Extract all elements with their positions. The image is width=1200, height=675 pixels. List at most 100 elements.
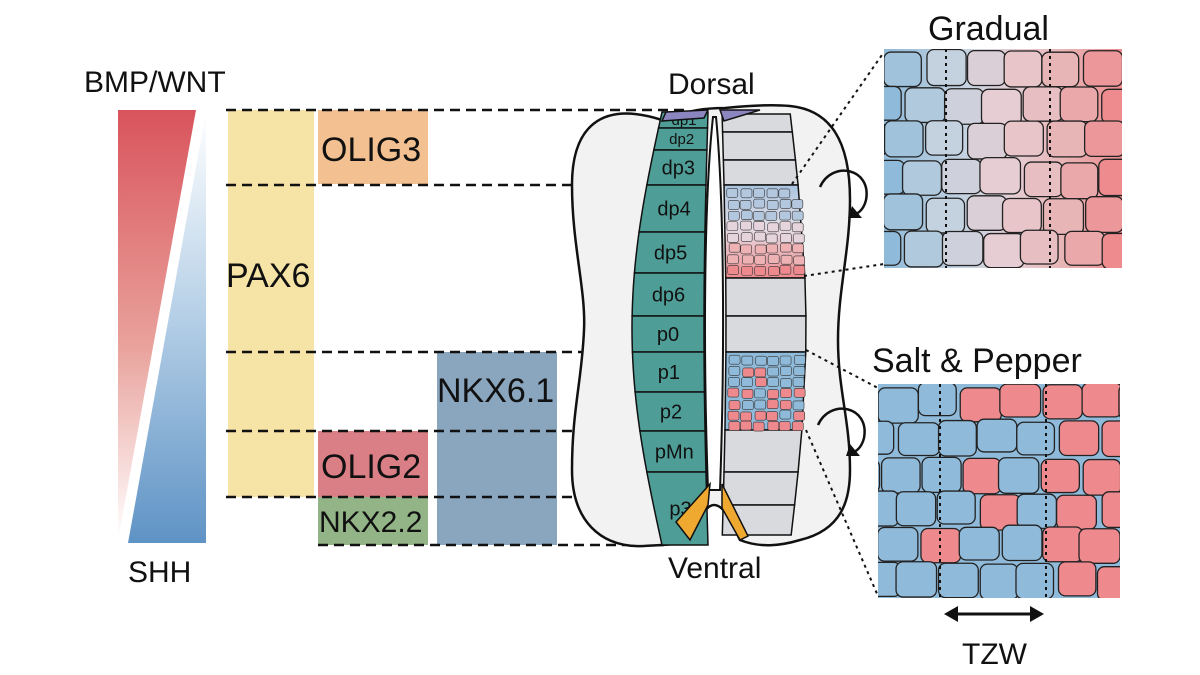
arrowhead-lower-icon <box>846 444 860 456</box>
cell <box>966 195 1008 231</box>
mini-cell <box>791 199 804 209</box>
mini-cell <box>766 188 779 199</box>
mini-cell <box>780 233 792 243</box>
cell <box>967 122 1008 160</box>
mini-cell <box>755 377 767 387</box>
cell <box>884 230 902 266</box>
nkx22-bar <box>318 497 428 545</box>
shh-gradient-triangle <box>128 112 206 543</box>
salt-pepper-cell-grid <box>878 384 1178 598</box>
cell <box>1046 120 1088 158</box>
cell <box>1059 86 1099 123</box>
cell <box>1124 531 1163 564</box>
mini-cell <box>740 232 753 242</box>
mini-cell <box>793 255 806 266</box>
cell <box>937 562 979 598</box>
mini-cell <box>727 410 740 421</box>
right-segment <box>721 131 797 161</box>
cell-sorting-arrows <box>816 169 868 456</box>
mini-cell <box>741 388 754 399</box>
mini-cell <box>793 387 806 398</box>
floor-plate-left <box>675 481 711 542</box>
cell <box>884 85 902 121</box>
cell <box>983 232 1025 268</box>
mini-cell <box>728 242 741 253</box>
mini-cell <box>779 264 792 275</box>
cell <box>926 49 967 87</box>
cell <box>1101 491 1120 529</box>
gradual-title: Gradual <box>928 10 1049 48</box>
mini-cell <box>753 221 766 231</box>
mini-cell <box>754 254 767 265</box>
mini-cell <box>780 388 792 398</box>
cell <box>878 526 919 562</box>
ventral-label: Ventral <box>668 552 761 585</box>
cell <box>878 561 902 598</box>
mini-cell <box>754 410 767 421</box>
cell <box>1001 524 1043 562</box>
cell <box>878 534 879 558</box>
cell <box>1019 229 1059 265</box>
floor-plate-right <box>721 483 750 541</box>
cell <box>1082 50 1122 87</box>
mini-cell <box>767 356 779 366</box>
dorsal-label: Dorsal <box>668 68 755 101</box>
mini-cell <box>780 366 792 376</box>
mini-cell <box>742 367 755 378</box>
cell <box>1125 50 1165 84</box>
mini-cell <box>754 367 767 378</box>
cell <box>958 526 1000 561</box>
cell <box>1101 88 1122 124</box>
cell <box>1003 50 1043 88</box>
cell <box>895 561 938 598</box>
cell <box>878 420 895 455</box>
cell <box>1057 561 1097 597</box>
mini-cell <box>791 222 804 233</box>
mini-cell <box>793 366 806 376</box>
right-segment <box>724 277 807 317</box>
mini-cell <box>767 222 780 233</box>
cell <box>1042 526 1084 563</box>
roof-plate-right <box>718 109 761 122</box>
mini-cell <box>728 354 741 365</box>
mini-cell <box>780 242 792 253</box>
olig3-label: OLIG3 <box>321 131 421 169</box>
mini-cell <box>767 254 780 264</box>
cell <box>1022 86 1064 122</box>
cell <box>884 120 924 158</box>
mini-cell <box>739 199 752 210</box>
right-segment <box>723 429 803 473</box>
cell <box>1016 493 1058 530</box>
mini-cell <box>778 421 791 431</box>
cell <box>1137 419 1178 454</box>
domain-label-pmn: pMn <box>655 442 694 464</box>
cell <box>979 156 1022 195</box>
mini-cell <box>740 188 753 199</box>
mini-cell <box>742 400 754 411</box>
mini-cell <box>754 231 766 242</box>
mini-cell <box>727 254 739 265</box>
mini-cell <box>778 188 791 199</box>
cell <box>884 159 906 195</box>
cell <box>1101 420 1120 458</box>
mini-cell <box>742 254 754 265</box>
domain-label-dp3: dp3 <box>662 158 695 180</box>
cell <box>976 418 1018 453</box>
cell <box>999 384 1042 418</box>
mini-cell <box>726 221 739 232</box>
cell <box>1098 158 1122 197</box>
mini-cell <box>741 355 754 366</box>
mini-cell <box>793 355 806 365</box>
cell <box>884 123 886 156</box>
cell <box>1142 88 1182 122</box>
cell <box>1042 198 1085 236</box>
cell <box>1096 566 1120 598</box>
nkx61-bar <box>437 352 557 545</box>
cell <box>880 457 921 494</box>
cell <box>1143 159 1180 194</box>
mini-cell <box>779 199 792 209</box>
nkx22-label: NKX2.2 <box>319 506 422 539</box>
cell <box>1125 196 1162 232</box>
